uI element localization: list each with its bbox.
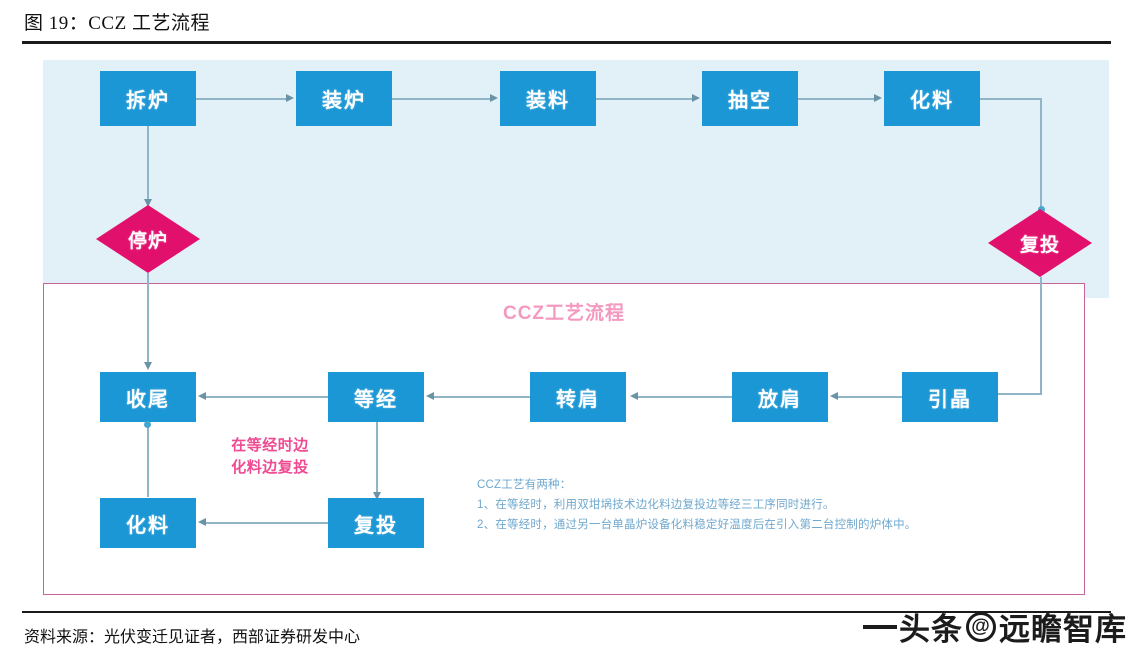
arrowhead-choukong [692, 93, 700, 102]
arrowhead-shouwei-right [198, 391, 206, 400]
arrowhead-zhuanglu [286, 93, 294, 102]
connector-dengjing-shouwei [206, 396, 328, 398]
connector-yinjing-fangjian [838, 396, 902, 398]
node-dengjing[interactable]: 等经 [328, 372, 424, 422]
watermark-account: 远瞻智库 [999, 612, 1127, 647]
arrowhead-zhuanjian [630, 391, 638, 400]
pink-annotation: 在等经时边 化料边复投 [200, 435, 340, 479]
node-shouwei[interactable]: 收尾 [100, 372, 196, 422]
node-zhuangliao[interactable]: 装料 [500, 71, 596, 126]
node-futou-bottom[interactable]: 复投 [328, 498, 424, 548]
connector-dengjing-futou [376, 422, 378, 498]
blue-annotation-item2: 2、在等经时，通过另一台单晶炉设备化料稳定好温度后在引入第二台控制的炉体中。 [477, 519, 917, 532]
node-zhuanglu-label: 装炉 [322, 90, 366, 112]
arrowhead-hualiao-bottom [198, 517, 206, 526]
connector-endpoint-shouwei-bottom [144, 421, 151, 428]
node-zhuangliao-label: 装料 [526, 90, 570, 112]
node-dengjing-label: 等经 [354, 388, 398, 411]
node-tinglu-label: 停炉 [127, 230, 168, 252]
node-fangjian-label: 放肩 [758, 388, 802, 411]
node-choukong-label: 抽空 [728, 90, 772, 112]
node-zhuanglu[interactable]: 装炉 [296, 71, 392, 126]
blue-annotation: CCZ工艺有两种： 1、在等经时，利用双坩埚技术边化料边复投边等经三工序同时进行… [477, 475, 917, 535]
node-zhuanjian[interactable]: 转肩 [530, 372, 626, 422]
pink-annotation-line2: 化料边复投 [231, 458, 309, 476]
arrowhead-tinglu [143, 199, 152, 207]
figure-title: 图 19：CCZ 工艺流程 [24, 13, 210, 34]
node-yinjing-label: 引晶 [928, 388, 972, 411]
arrowhead-zhuangliao [490, 93, 498, 102]
connector-zhuanglu-zhuangliao [392, 98, 492, 100]
arrowhead-shouwei-top [143, 362, 152, 370]
node-tinglu[interactable]: 停炉 [96, 205, 200, 273]
footer-divider [22, 611, 1111, 613]
node-choukong[interactable]: 抽空 [702, 71, 798, 126]
connector-endpoint-futou-top [1037, 206, 1045, 213]
node-hualiao-bottom-label: 化料 [126, 514, 170, 537]
connector-hualiao-shouwei [147, 425, 149, 497]
node-zhuanjian-label: 转肩 [556, 388, 600, 411]
node-futou-bottom-label: 复投 [354, 514, 398, 537]
blue-annotation-item1: 1、在等经时，利用双坩埚技术边化料边复投边等经三工序同时进行。 [477, 499, 835, 512]
node-futou-top[interactable]: 复投 [988, 209, 1092, 277]
connector-chailu-tinglu [147, 126, 149, 202]
node-shouwei-label: 收尾 [126, 388, 170, 411]
title-divider [22, 41, 1111, 44]
arrowhead-dengjing [426, 391, 434, 400]
watermark-dash-icon [863, 624, 897, 629]
source-note: 资料来源：光伏变迁见证者，西部证券研发中心 [24, 629, 361, 646]
watermark-brand: 头条 [899, 612, 963, 647]
node-fangjian[interactable]: 放肩 [732, 372, 828, 422]
node-hualiao-bottom[interactable]: 化料 [100, 498, 196, 548]
connector-futou-top-left [998, 393, 1042, 395]
node-yinjing[interactable]: 引晶 [902, 372, 998, 422]
connector-fangjian-zhuanjian [638, 396, 732, 398]
node-futou-top-label: 复投 [1019, 234, 1060, 256]
arrowhead-futou-bottom [372, 492, 381, 500]
ccz-process-region: CCZ工艺流程 [43, 283, 1085, 595]
connector-futou-top-down [1040, 277, 1042, 394]
connector-hualiao-right [980, 98, 1042, 100]
process-flow-diagram: CCZ工艺流程 拆炉 装炉 装料 抽空 化料 停炉 复投 [22, 47, 1111, 607]
watermark: 头条 @ 远瞻智库 [863, 604, 1127, 649]
connector-zhuangliao-choukong [596, 98, 694, 100]
connector-hualiao-down [1040, 98, 1042, 212]
ccz-region-title: CCZ工艺流程 [502, 303, 626, 324]
blue-annotation-heading: CCZ工艺有两种： [477, 479, 572, 491]
node-chailu-label: 拆炉 [126, 90, 170, 112]
node-hualiao-top[interactable]: 化料 [884, 71, 980, 126]
connector-tinglu-shouwei [147, 273, 149, 367]
connector-choukong-hualiao [798, 98, 876, 100]
at-sign-icon: @ [966, 611, 996, 642]
connector-futou-hualiao [206, 522, 328, 524]
pink-annotation-line1: 在等经时边 [231, 437, 309, 454]
node-chailu[interactable]: 拆炉 [100, 71, 196, 126]
connector-chailu-zhuanglu [196, 98, 288, 100]
connector-zhuanjian-dengjing [434, 396, 530, 398]
node-hualiao-top-label: 化料 [910, 90, 954, 112]
arrowhead-fangjian [830, 391, 838, 400]
arrowhead-hualiao-top [874, 93, 882, 102]
